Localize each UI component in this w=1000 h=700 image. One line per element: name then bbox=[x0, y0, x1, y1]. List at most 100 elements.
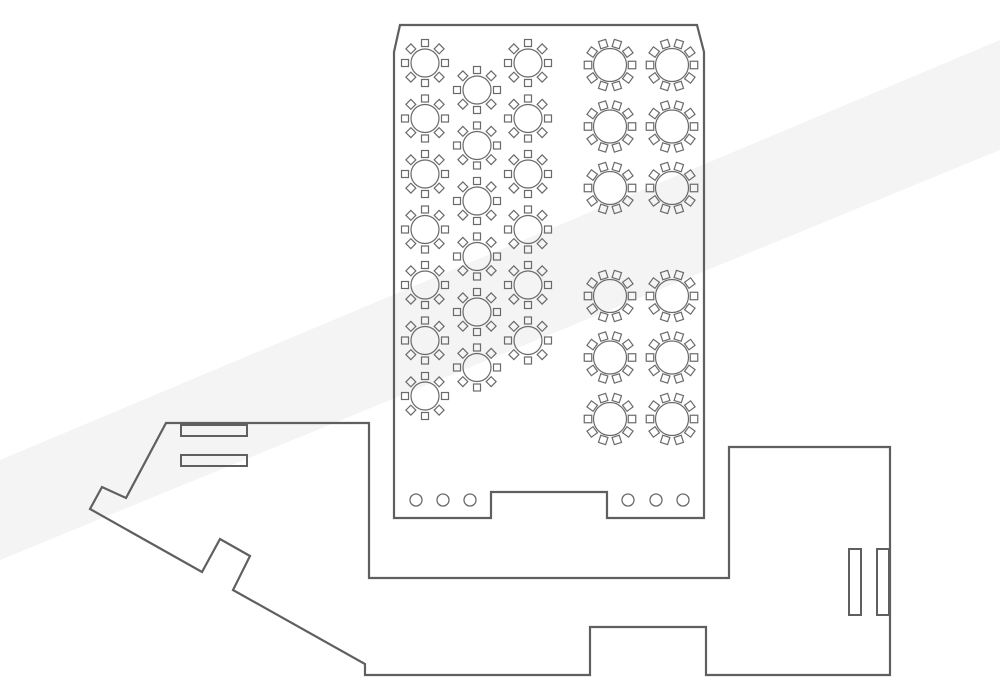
chair bbox=[400, 280, 410, 290]
chair bbox=[645, 291, 655, 301]
round-table-10-seat bbox=[645, 269, 699, 323]
round-table-8-seat bbox=[503, 205, 553, 254]
stage-marker-circle bbox=[676, 493, 690, 507]
round-table-top bbox=[654, 47, 690, 83]
chair bbox=[611, 434, 623, 446]
chair bbox=[621, 107, 634, 120]
chair bbox=[457, 98, 469, 110]
stage-marker-circles bbox=[409, 493, 690, 507]
bar-counters bbox=[180, 424, 890, 616]
chair bbox=[503, 169, 513, 179]
chair bbox=[611, 331, 623, 343]
chair bbox=[683, 338, 696, 351]
chair bbox=[433, 126, 445, 139]
chair bbox=[621, 71, 634, 85]
round-table-top bbox=[462, 297, 492, 327]
chair bbox=[683, 399, 696, 413]
chair bbox=[433, 376, 445, 388]
chair bbox=[659, 141, 671, 153]
round-table-top bbox=[462, 241, 492, 272]
chair bbox=[543, 58, 553, 68]
chair bbox=[543, 336, 553, 345]
round-table-top bbox=[462, 75, 492, 105]
chair bbox=[457, 236, 469, 249]
chair bbox=[508, 43, 520, 55]
chair bbox=[683, 107, 696, 120]
round-table-10-seat bbox=[583, 100, 637, 153]
chair bbox=[683, 194, 696, 208]
chair bbox=[689, 122, 699, 131]
chair bbox=[492, 252, 502, 261]
chair bbox=[648, 168, 661, 182]
chair bbox=[440, 169, 450, 179]
chair bbox=[523, 300, 533, 310]
chair bbox=[508, 154, 520, 166]
chair bbox=[586, 194, 599, 208]
chair bbox=[586, 168, 599, 182]
round-table-8-seat bbox=[503, 316, 553, 365]
chair bbox=[508, 182, 520, 194]
round-table-10-seat bbox=[645, 100, 699, 153]
chair bbox=[405, 209, 417, 222]
chair bbox=[597, 100, 609, 112]
round-table-top bbox=[462, 352, 492, 383]
chair bbox=[433, 237, 445, 250]
round-table-top bbox=[592, 47, 628, 83]
chair bbox=[440, 391, 450, 401]
chair bbox=[472, 121, 482, 130]
round-table-10-seat bbox=[645, 38, 699, 92]
chair bbox=[420, 149, 430, 159]
chair bbox=[457, 125, 469, 138]
chair bbox=[457, 153, 469, 166]
chair bbox=[659, 80, 671, 92]
chair bbox=[420, 205, 430, 214]
chair bbox=[485, 209, 497, 221]
round-table-8-seat bbox=[452, 343, 502, 392]
chair bbox=[508, 98, 520, 111]
chair bbox=[523, 134, 533, 143]
chair bbox=[648, 425, 661, 439]
chair bbox=[611, 269, 623, 281]
chair bbox=[485, 236, 497, 249]
round-table-top bbox=[410, 159, 440, 189]
chair bbox=[485, 375, 497, 388]
chair bbox=[648, 399, 661, 413]
chair bbox=[433, 348, 445, 361]
room-walls bbox=[88, 23, 892, 677]
chair bbox=[611, 80, 623, 92]
chair bbox=[433, 265, 445, 277]
chair bbox=[586, 364, 599, 377]
chair bbox=[492, 196, 502, 206]
round-table-top bbox=[592, 170, 628, 206]
chair bbox=[645, 60, 655, 70]
chair bbox=[586, 45, 599, 59]
chair bbox=[472, 287, 482, 297]
chair bbox=[536, 98, 548, 111]
chair bbox=[645, 414, 655, 424]
round-table-top bbox=[410, 214, 440, 245]
chair bbox=[400, 58, 410, 68]
chair bbox=[583, 122, 593, 131]
chair bbox=[683, 364, 696, 377]
chair bbox=[586, 133, 599, 146]
round-table-top bbox=[654, 109, 690, 144]
chair bbox=[485, 181, 497, 193]
round-table-10-seat bbox=[583, 38, 637, 92]
round-table-top bbox=[654, 278, 690, 314]
chair bbox=[543, 225, 553, 234]
chair bbox=[659, 100, 671, 112]
chair bbox=[523, 260, 533, 270]
round-table-10-seat bbox=[583, 392, 637, 446]
chair bbox=[627, 353, 637, 362]
chair bbox=[586, 399, 599, 413]
chair bbox=[457, 320, 469, 332]
chair bbox=[400, 169, 410, 179]
chair bbox=[508, 209, 520, 222]
chair bbox=[492, 307, 502, 317]
chair bbox=[583, 60, 593, 70]
chair bbox=[659, 38, 671, 50]
chair bbox=[472, 343, 482, 352]
round-table-8-seat bbox=[503, 260, 553, 310]
chair bbox=[400, 391, 410, 401]
round-table-top bbox=[592, 109, 628, 144]
